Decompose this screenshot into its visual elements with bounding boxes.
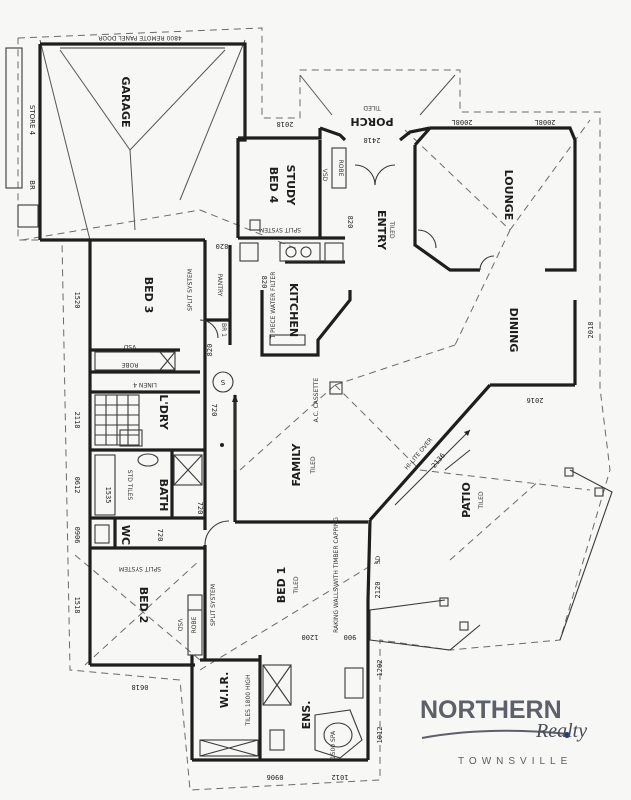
dim-820a: 820 (346, 216, 354, 229)
walls (38, 42, 577, 762)
note-sd: SD (375, 555, 382, 564)
label-ens: ENS. (300, 701, 313, 730)
dim-2016: 2016 (527, 396, 544, 404)
note-raking: RAKING WALLS WITH TIMBER CAPPING (333, 517, 340, 633)
note-s: S (221, 379, 226, 387)
note-split-bed3: SPLIT SYSTEM (187, 269, 194, 311)
note-remote-door: 4800 REMOTE PANEL DOOR (98, 34, 182, 41)
label-bed3: BED 3 (142, 277, 155, 314)
dim-0612: 0612 (73, 477, 81, 494)
dim-820d: 820 (206, 344, 214, 357)
note-spa: 1500 SPA (330, 730, 337, 759)
dim-0618: 0618 (132, 683, 149, 691)
label-br: BR (28, 180, 36, 190)
note-robe-bed3: ROBE (121, 361, 138, 368)
label-porch: PORCH (350, 115, 393, 128)
note-br1: BR 1 (220, 323, 227, 337)
note-water-filter: T PIECE WATER FILTER (270, 272, 277, 340)
dim-2418: 2418 (364, 136, 381, 144)
label-patio-sub: TILED (478, 491, 485, 510)
label-bed4: BED 4 (267, 167, 280, 204)
label-linen: LINEN 4 (133, 381, 157, 388)
label-patio: PATIO (460, 482, 473, 518)
label-wc: WC (119, 525, 132, 545)
dim-1012b: 1012 (332, 773, 349, 781)
swoosh-icon (421, 729, 569, 739)
dim-1520: 1520 (73, 292, 81, 309)
label-ldry: L'DRY (157, 394, 170, 430)
dim-1535: 1535 (104, 487, 112, 504)
roof-outline (17, 27, 611, 791)
label-study: STUDY (284, 165, 297, 207)
label-family: FAMILY (290, 442, 303, 486)
label-lounge: LOUNGE (502, 170, 515, 221)
dot-icon (564, 732, 570, 738)
label-dining: DINING (507, 308, 520, 353)
dim-1202: 1202 (376, 660, 384, 677)
dim-1012a: 1012 (376, 727, 384, 744)
note-tiles-1800: TILES 1800 HIGH (245, 675, 252, 727)
note-split-bed1: SPLIT SYSTEM (210, 584, 217, 626)
label-store: STORE 4 (28, 105, 36, 136)
northern-realty-logo: NORTHERN Realty TOWNSVILLE (418, 696, 610, 776)
logo-brand: NORTHERN (420, 696, 562, 724)
dim-720a: 720 (210, 404, 218, 417)
fixtures (5, 47, 613, 759)
label-porch-sub: TILED (363, 104, 382, 111)
dim-900: 900 (344, 633, 357, 641)
dim-720b: 720 (196, 502, 204, 515)
note-ac-cassette: A.C. CASSETTE (313, 377, 320, 422)
dim-0906b: 0906 (267, 773, 284, 781)
dim-2018-dining: 2018 (587, 322, 595, 339)
label-bed1: BED 1 (275, 567, 288, 604)
room-labels: GARAGE STORE 4 BR PORCH TILED BED 4 STUD… (28, 76, 520, 729)
note-robe-bed4: ROBE (337, 160, 344, 177)
dim-720c: 720 (156, 529, 164, 542)
logo-place: TOWNSVILLE (458, 756, 573, 767)
note-vsd-bed3: VSD (123, 343, 136, 350)
note-split-bed2: SPLIT SYSTEM (119, 565, 161, 572)
logo-sub: Realty (536, 720, 588, 742)
label-kitchen: KITCHEN (287, 283, 300, 337)
label-family-sub: TILED (310, 456, 317, 475)
dim-820b: 820 (216, 242, 229, 250)
dim-1518: 1518 (73, 597, 81, 614)
dim-1200: 1200 (302, 633, 319, 641)
note-robe-bed2: ROBE (191, 616, 198, 633)
note-vsd-bed4: VSD (321, 169, 328, 182)
note-std-tiles: STD TILES (126, 470, 133, 501)
dim-0906: 0906 (73, 527, 81, 544)
dim-2118: 2118 (73, 412, 81, 429)
dimension-labels: 2018 2418 2008L 2008L 820 820 820 820 15… (73, 118, 595, 781)
label-wir: W.I.R. (218, 672, 231, 709)
note-vsd-bed2: VSD (176, 619, 183, 632)
label-garage: GARAGE (119, 76, 132, 127)
dim-820c: 820 (260, 276, 268, 289)
dim-2018-porch: 2018 (277, 120, 294, 128)
label-entry: ENTRY (375, 210, 388, 251)
note-split-bed4: SPLIT SYSTEM (259, 226, 301, 233)
label-bath: BATH (157, 479, 170, 512)
label-bed2: BED 2 (137, 587, 150, 624)
dim-2008a: 2008L (451, 118, 472, 126)
label-pantry: PANTRY (216, 274, 223, 297)
dim-2120: 2120 (374, 582, 382, 599)
label-bed1-sub: TILED (293, 576, 300, 595)
dim-2008b: 2008L (534, 118, 555, 126)
label-entry-sub: TILED (388, 220, 395, 239)
